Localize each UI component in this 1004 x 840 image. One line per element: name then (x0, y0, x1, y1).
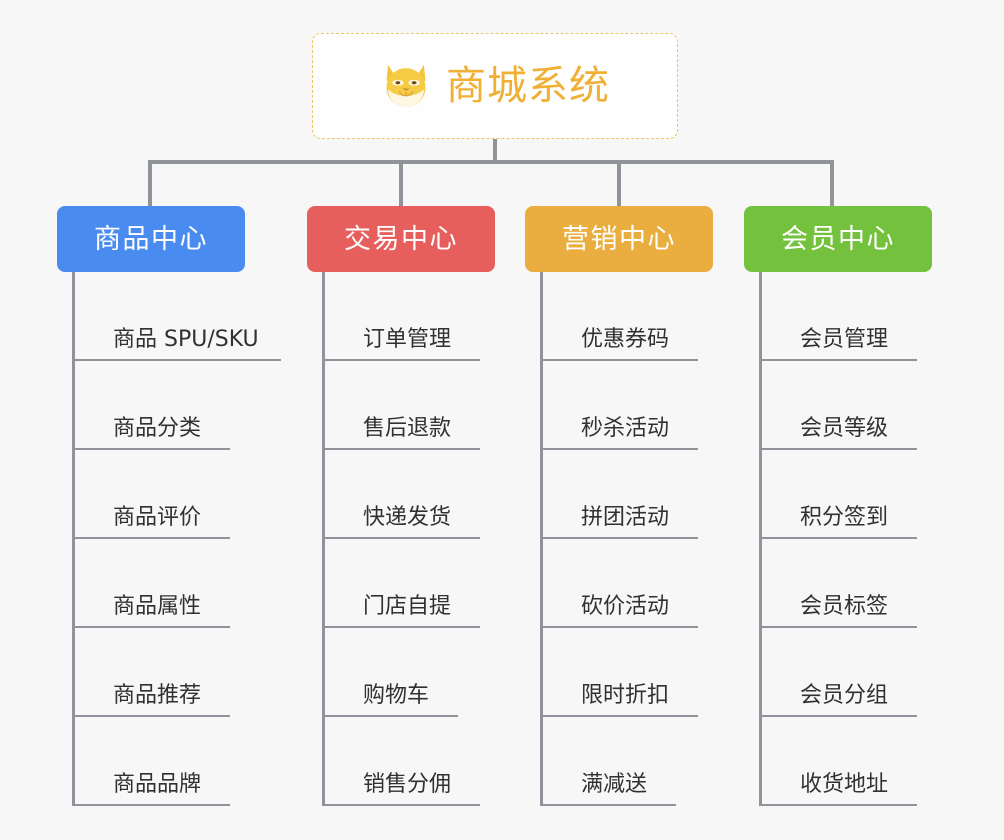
leaf-item[interactable]: 会员等级 (762, 361, 917, 450)
leaf-item-label: 收货地址 (800, 772, 889, 797)
category-label: 营销中心 (562, 223, 676, 255)
leaf-item-rule (75, 537, 230, 539)
leaf-item-rule (762, 715, 917, 717)
leaf-item[interactable]: 商品分类 (75, 361, 230, 450)
leaf-item[interactable]: 销售分佣 (325, 717, 480, 806)
leaf-item-rule (762, 448, 917, 450)
leaf-item-label: 会员等级 (800, 416, 889, 441)
leaf-spine (322, 272, 325, 806)
leaf-item-label: 商品 SPU/SKU (113, 327, 259, 352)
leaf-item-rule (543, 715, 698, 717)
leaf-item[interactable]: 售后退款 (325, 361, 480, 450)
connector-root-stem (493, 139, 497, 163)
leaf-item-rule (75, 626, 230, 628)
leaf-item-label: 商品评价 (113, 505, 202, 530)
leaf-item-label: 限时折扣 (581, 683, 670, 708)
leaf-item[interactable]: 订单管理 (325, 272, 480, 361)
leaf-item-label: 售后退款 (363, 416, 452, 441)
leaf-item-rule (75, 804, 230, 806)
leaf-item[interactable]: 优惠券码 (543, 272, 698, 361)
category-label: 商品中心 (94, 223, 208, 255)
category-label: 会员中心 (781, 223, 895, 255)
leaf-item-label: 门店自提 (363, 594, 452, 619)
leaf-item-label: 订单管理 (363, 327, 452, 352)
leaf-item-label: 优惠券码 (581, 327, 670, 352)
leaf-item-label: 会员管理 (800, 327, 889, 352)
leaf-item[interactable]: 满减送 (543, 717, 676, 806)
leaf-item-label: 购物车 (363, 683, 430, 708)
leaf-item-label: 秒杀活动 (581, 416, 670, 441)
leaf-item[interactable]: 商品品牌 (75, 717, 230, 806)
leaf-item-rule (75, 715, 230, 717)
leaf-item[interactable]: 门店自提 (325, 539, 480, 628)
leaf-item-rule (325, 359, 480, 361)
category-node-4[interactable]: 会员中心 (744, 206, 932, 272)
leaf-item[interactable]: 会员分组 (762, 628, 917, 717)
category-node-1[interactable]: 商品中心 (57, 206, 245, 272)
connector-drop-2 (399, 160, 403, 206)
leaf-item[interactable]: 限时折扣 (543, 628, 698, 717)
leaf-item-rule (543, 359, 698, 361)
leaf-item[interactable]: 积分签到 (762, 450, 917, 539)
connector-drop-1 (148, 160, 152, 206)
leaf-item-label: 商品品牌 (113, 772, 202, 797)
leaf-spine (759, 272, 762, 806)
category-label: 交易中心 (344, 223, 458, 255)
leaf-item-rule (543, 448, 698, 450)
leaf-item-label: 会员分组 (800, 683, 889, 708)
leaf-item-label: 销售分佣 (363, 772, 452, 797)
leaf-item-rule (762, 804, 917, 806)
connector-drop-3 (617, 160, 621, 206)
category-node-2[interactable]: 交易中心 (307, 206, 495, 272)
leaf-item[interactable]: 商品 SPU/SKU (75, 272, 281, 361)
leaf-item-rule (543, 537, 698, 539)
leaf-item-label: 商品推荐 (113, 683, 202, 708)
leaf-item-rule (75, 448, 230, 450)
leaf-item[interactable]: 购物车 (325, 628, 458, 717)
leaf-item[interactable]: 商品评价 (75, 450, 230, 539)
leaf-item-rule (762, 359, 917, 361)
leaf-item[interactable]: 秒杀活动 (543, 361, 698, 450)
leaf-spine (72, 272, 75, 806)
leaf-spine (540, 272, 543, 806)
leaf-item-label: 商品属性 (113, 594, 202, 619)
leaf-item-rule (762, 537, 917, 539)
leaf-item[interactable]: 会员管理 (762, 272, 917, 361)
root-node[interactable]: 商城系统 (312, 33, 678, 139)
shiba-dog-face-icon (386, 64, 426, 109)
connector-drop-4 (830, 160, 834, 206)
leaf-item-rule (325, 715, 458, 717)
leaf-item[interactable]: 砍价活动 (543, 539, 698, 628)
leaf-item-rule (325, 448, 480, 450)
connector-horizontal-bus (148, 160, 834, 164)
leaf-item[interactable]: 商品推荐 (75, 628, 230, 717)
leaf-item-label: 积分签到 (800, 505, 889, 530)
leaf-item[interactable]: 快递发货 (325, 450, 480, 539)
leaf-item-label: 快递发货 (363, 505, 452, 530)
leaf-item-label: 拼团活动 (581, 505, 670, 530)
leaf-item[interactable]: 商品属性 (75, 539, 230, 628)
leaf-item[interactable]: 会员标签 (762, 539, 917, 628)
leaf-item-label: 砍价活动 (581, 594, 670, 619)
leaf-item[interactable]: 收货地址 (762, 717, 917, 806)
leaf-item-rule (543, 626, 698, 628)
leaf-item-rule (325, 804, 480, 806)
leaf-item-rule (762, 626, 917, 628)
root-title: 商城系统 (446, 63, 610, 109)
leaf-item-rule (75, 359, 281, 361)
leaf-item-label: 商品分类 (113, 416, 202, 441)
leaf-item[interactable]: 拼团活动 (543, 450, 698, 539)
leaf-item-rule (543, 804, 676, 806)
category-node-3[interactable]: 营销中心 (525, 206, 713, 272)
leaf-item-rule (325, 626, 480, 628)
leaf-item-label: 会员标签 (800, 594, 889, 619)
leaf-item-label: 满减送 (581, 772, 648, 797)
leaf-item-rule (325, 537, 480, 539)
